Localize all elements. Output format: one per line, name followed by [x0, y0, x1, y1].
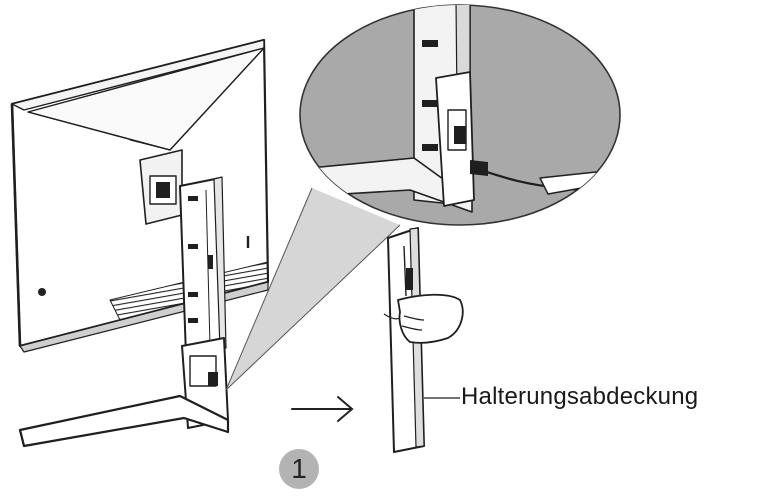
power-button-icon — [38, 288, 46, 296]
stand-illustration — [18, 149, 230, 448]
monitor-illustration — [10, 38, 270, 353]
arrow-right-icon — [291, 396, 354, 422]
hand-illustration — [397, 293, 464, 344]
stand-base — [18, 394, 230, 448]
stand-cover-illustration — [383, 227, 464, 453]
plug-icon — [470, 160, 488, 176]
magnifier-cone — [225, 187, 401, 391]
cover-label: Halterungsabdeckung — [461, 383, 699, 410]
detail-zoom-bubble — [299, 4, 621, 226]
step-number-badge: 1 — [279, 449, 319, 489]
